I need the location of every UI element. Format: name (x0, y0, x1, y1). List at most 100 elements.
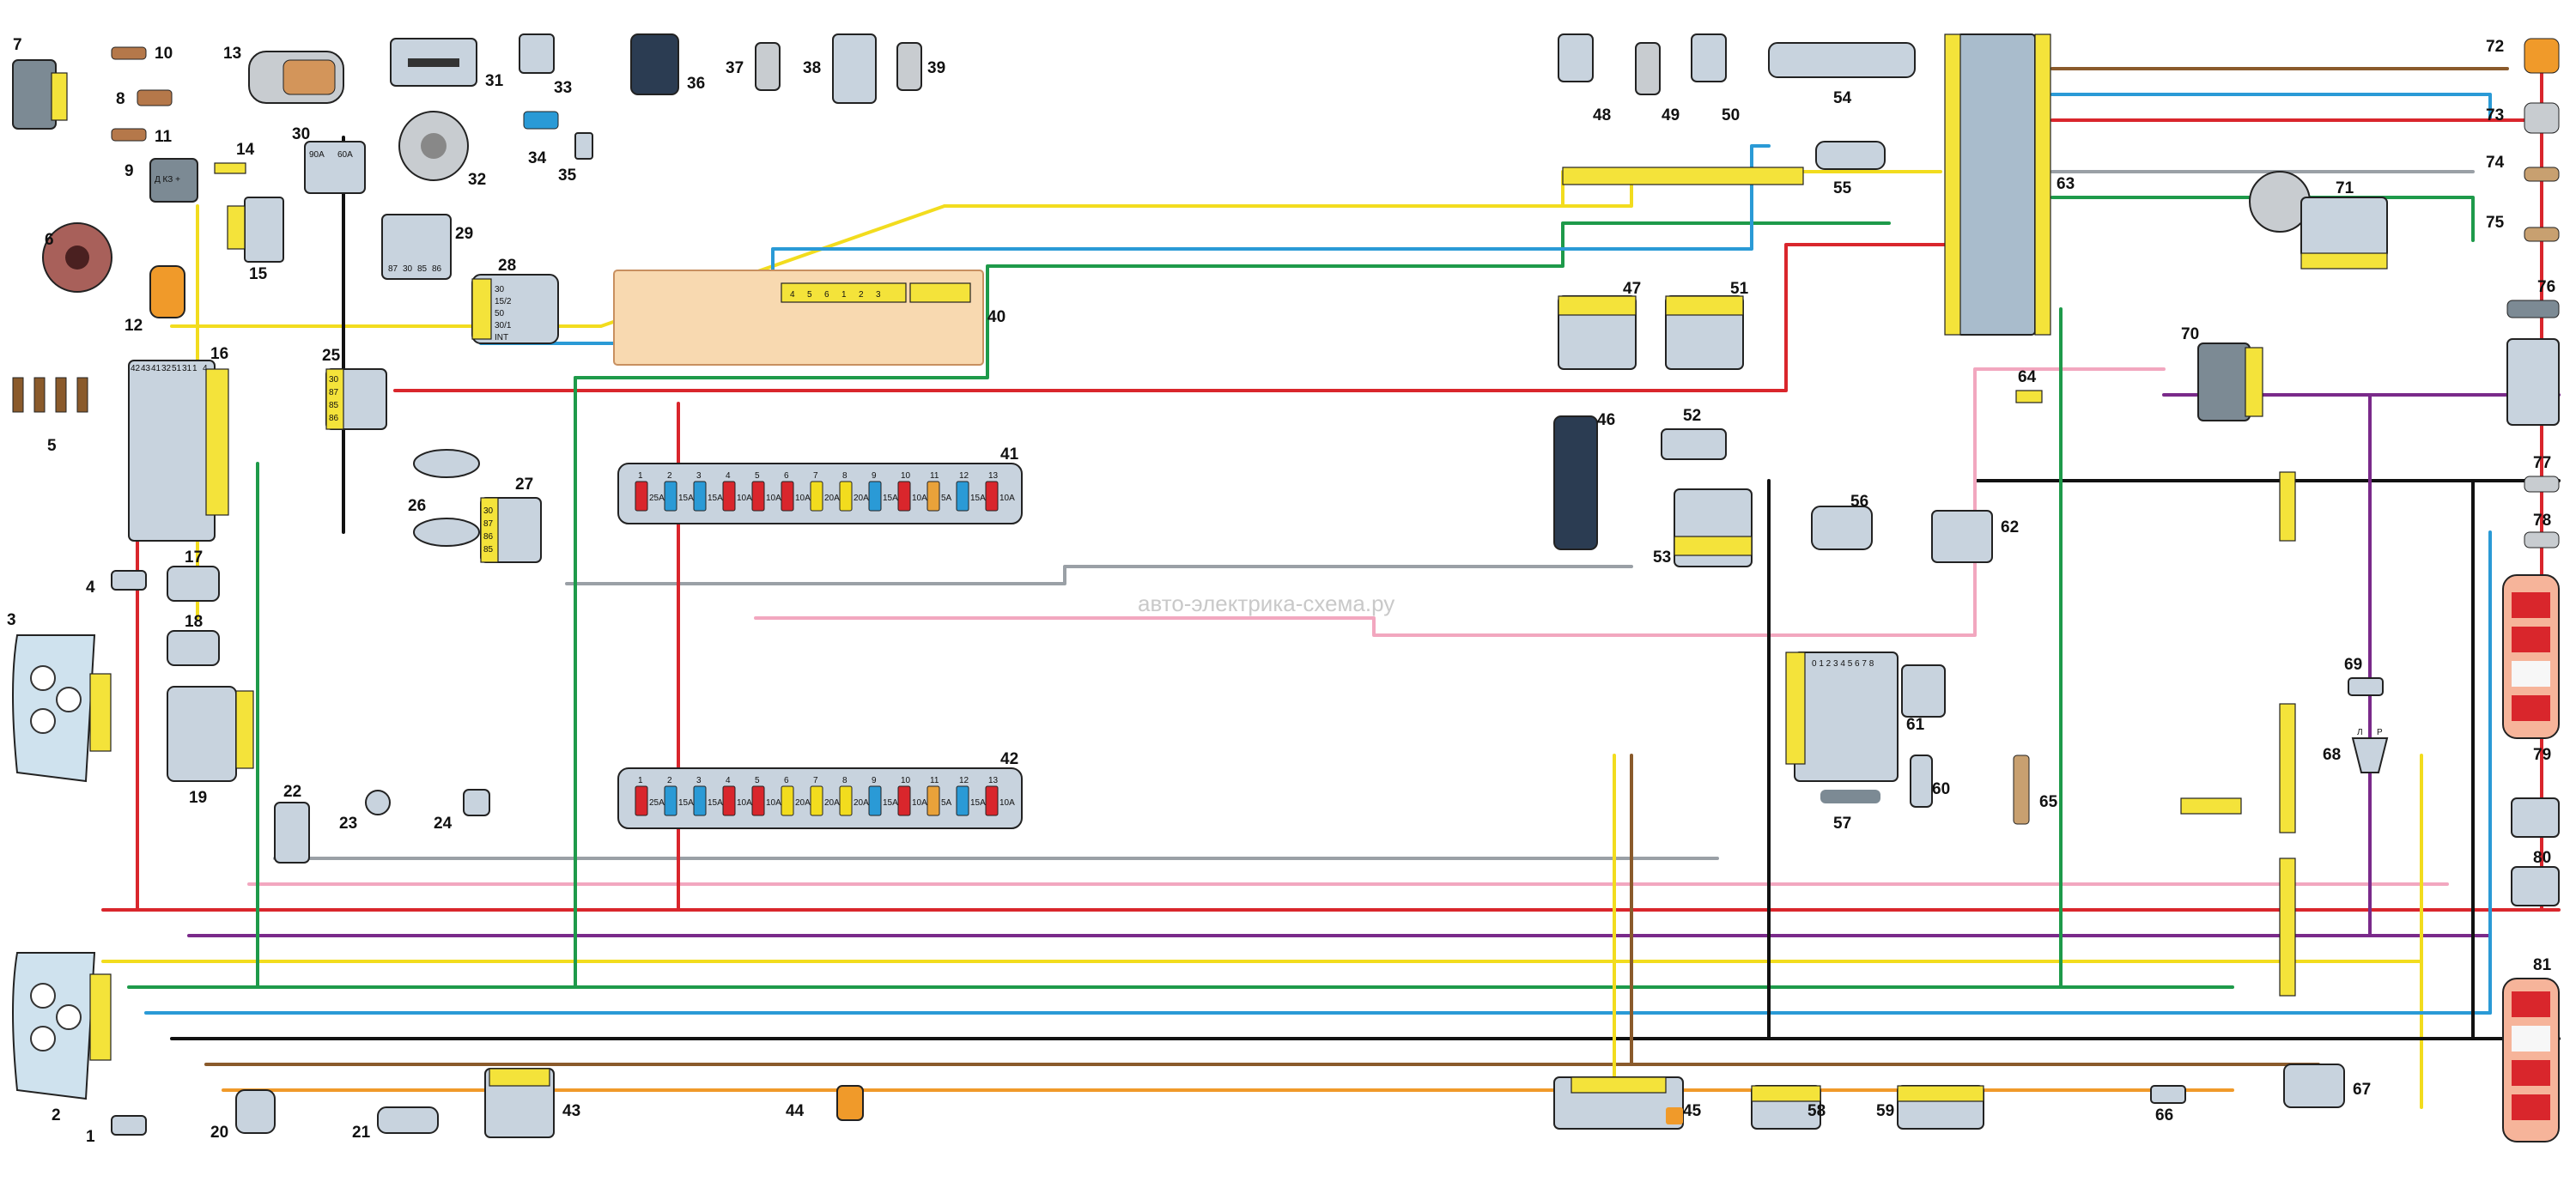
ignition-switch-28-pin-1: 15/2 (495, 297, 512, 306)
fuse-box-41-rating-6: 10A (795, 494, 811, 503)
valve-39: 39 (896, 42, 945, 91)
component-label-52: 52 (1683, 407, 1701, 425)
fuse-box-42-fuse-7 (810, 785, 823, 816)
fuse-box-41-fuse-4 (722, 481, 736, 512)
main-connector-63: 63 (1944, 33, 2075, 336)
fuse-box-42-fuse-11 (927, 785, 940, 816)
switch-50: 50 (1691, 33, 1740, 124)
component-label-61: 61 (1906, 716, 1925, 734)
component-label-19: 19 (189, 789, 207, 807)
fuse-box-41-slot-number-7: 7 (813, 471, 818, 481)
relay-25-pin-1: 87 (329, 388, 339, 397)
connector-34: 34 (523, 111, 559, 167)
connector-bar-right-4 (2180, 797, 2242, 815)
motor-56: 56 (1811, 493, 1873, 550)
wire-red-top (393, 243, 2002, 392)
relay-25-pin-3: 86 (329, 414, 339, 423)
component-label-57: 57 (1833, 815, 1851, 833)
component-label-35: 35 (558, 167, 577, 185)
fuse-box-41-slot-number-13: 13 (988, 471, 999, 481)
ignition-switch-28-pin-2: 50 (495, 309, 505, 318)
ignition-switch-28-pin-0: 30 (495, 285, 505, 294)
component-label-17: 17 (185, 548, 203, 567)
component-label-54: 54 (1833, 89, 1852, 107)
component-label-23: 23 (339, 815, 357, 833)
fuse-box-41-rating-8: 20A (854, 494, 869, 503)
tail-light-81: 81 (2502, 956, 2560, 1142)
component-label-47: 47 (1623, 280, 1641, 298)
connector-16-pin-0: 42 (131, 364, 141, 373)
component-label-21: 21 (352, 1124, 371, 1142)
component-label-64: 64 (2018, 368, 2037, 386)
sensor-11: 11 (111, 128, 173, 146)
sensor-65: 65 (2013, 755, 2058, 825)
watermark: авто-электрика-схема.ру (1138, 591, 1394, 616)
component-label-34: 34 (528, 149, 547, 167)
fuse-box-42-fuse-5 (751, 785, 765, 816)
connector-16-pin-5: 31 (182, 364, 192, 373)
connector-40-pin-2: 6 (824, 290, 829, 300)
fuse-box-42-rating-1: 25A (649, 798, 665, 808)
connector-bar-top (1562, 167, 1804, 185)
fuse-box-41-fuse-3 (693, 481, 707, 512)
component-label-72: 72 (2486, 38, 2504, 56)
component-label-77: 77 (2533, 454, 2551, 472)
fuse-box-41-slot-number-4: 4 (726, 471, 731, 481)
fuse-box-42-slot-number-10: 10 (901, 776, 911, 785)
sensor-44: 44 (786, 1085, 864, 1121)
fuse-box-41-slot-number-10: 10 (901, 471, 911, 481)
valve-49: 49 (1635, 42, 1680, 124)
fuse-box-42-fuse-12 (956, 785, 969, 816)
component-label-3: 3 (7, 611, 16, 629)
wiper-motor-71: 71 (2249, 171, 2388, 270)
component-label-18: 18 (185, 613, 203, 631)
component-label-55: 55 (1833, 179, 1852, 197)
component-label-51: 51 (1730, 280, 1749, 298)
control-unit-7: 7 (12, 36, 68, 130)
switch-19: 19 (167, 686, 254, 807)
component-label-44: 44 (786, 1102, 805, 1120)
sensor-10: 10 (111, 45, 173, 63)
fuse-box-42-rating-12: 15A (970, 798, 986, 808)
wire-yellow-bottom (101, 960, 2423, 1109)
headlight-left-3: 3 (7, 611, 112, 783)
headlight-right-2: 2 (12, 952, 112, 1124)
fuse-box-41-slot-number-8: 8 (842, 471, 848, 481)
lamps-54: 54 (1768, 42, 1916, 107)
component-label-11: 11 (155, 128, 173, 146)
fuse-box-42-fuse-1 (635, 785, 648, 816)
regulator-9-label: Д КЗ + (155, 175, 180, 185)
switch-22: 22 (274, 783, 310, 864)
component-label-45: 45 (1683, 1102, 1702, 1120)
sensor-78: 78 (2524, 512, 2560, 548)
component-label-80: 80 (2533, 849, 2551, 867)
spark-plugs-5: 5 (12, 377, 88, 455)
fuse-box-42-slot-number-5: 5 (755, 776, 760, 785)
component-label-1: 1 (86, 1128, 95, 1146)
connector-16-pin-2: 41 (151, 364, 161, 373)
component-label-5: 5 (47, 437, 57, 455)
fuse-box-41-fuse-12 (956, 481, 969, 512)
relay-29-pin-1: 30 (403, 264, 413, 274)
fuse-box-41-fuse-2 (664, 481, 677, 512)
component-label-13: 13 (223, 45, 241, 63)
relay-70: 70 (2181, 325, 2263, 421)
fuse-box-42-rating-4: 10A (737, 798, 752, 808)
battery-31: 31 (390, 38, 504, 90)
fuse-box-42-rating-2: 15A (678, 798, 694, 808)
relay-27-pin-0: 30 (483, 506, 494, 516)
relay-43: 43 (484, 1068, 580, 1138)
switch-57-scale: 0 1 2 3 4 5 6 7 8 (1812, 659, 1874, 669)
component-label-14: 14 (236, 141, 255, 159)
fuse-box-42-rating-5: 10A (766, 798, 781, 808)
distributor-6: 6 (42, 222, 112, 293)
fuse-box-42-fuse-13 (985, 785, 999, 816)
component-label-71: 71 (2336, 179, 2354, 197)
sensor-72: 72 (2486, 38, 2560, 74)
ignition-coil-12: 12 (125, 265, 185, 335)
